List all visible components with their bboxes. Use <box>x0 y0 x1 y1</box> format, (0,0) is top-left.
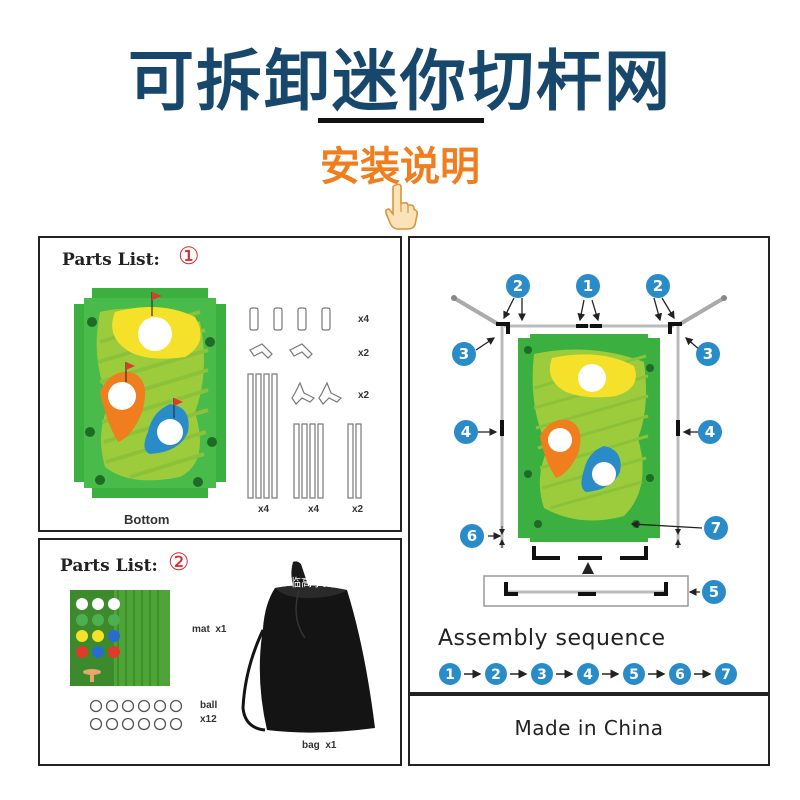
sequence-step-2: 2 <box>491 667 501 683</box>
made-in-text: Made in China <box>514 716 664 740</box>
parts-list-2-number: ② <box>168 548 190 576</box>
parts-list-1-number: ① <box>178 242 200 270</box>
assembly-panel: 1 2 2 3 3 4 4 5 6 7 1 2 3 <box>408 236 770 694</box>
board-caption: Bottom <box>124 512 170 527</box>
mat-label: mat x1 <box>192 624 227 635</box>
sequence-step-6: 6 <box>675 667 685 683</box>
page-title: 可拆卸迷你切杆网 <box>128 43 672 120</box>
parts-pipes-illustration <box>247 307 362 499</box>
sequence-step-3: 3 <box>537 667 547 683</box>
callout-2-right: 2 <box>653 277 663 295</box>
pointing-hand-icon <box>385 183 419 230</box>
sequence-step-4: 4 <box>583 667 593 683</box>
callout-7: 7 <box>711 519 721 537</box>
carry-bag-illustration <box>241 561 375 733</box>
parts-list-2-title: Parts List: <box>60 556 158 576</box>
bag-label: bag x1 <box>302 740 337 751</box>
ball-outlines-illustration <box>89 699 183 731</box>
callout-1: 1 <box>583 277 593 295</box>
sequence-step-7: 7 <box>721 667 731 683</box>
callout-2-left: 2 <box>513 277 523 295</box>
hitting-mat-illustration <box>70 590 170 686</box>
title-underline <box>318 118 484 123</box>
ball-qty: x12 <box>200 714 217 725</box>
parts-list-1-panel: Parts List: ① Bottom <box>38 236 402 532</box>
parts-list-2-panel: Parts List: ② mat x1 ball x12 临高尔夫 bag x… <box>38 538 402 766</box>
qty-long-c: x2 <box>352 504 364 515</box>
qty-long-a: x4 <box>258 504 270 515</box>
callout-4-left: 4 <box>461 423 471 441</box>
sequence-step-1: 1 <box>445 667 455 683</box>
parts-list-1-title: Parts List: <box>62 250 160 270</box>
page-subtitle: 安装说明 <box>320 144 480 190</box>
qty-short-tubes: x4 <box>358 314 370 325</box>
ball-label: ball <box>200 700 218 711</box>
qty-three-way: x2 <box>358 390 370 401</box>
golf-board-illustration <box>70 282 230 504</box>
callout-3-left: 3 <box>459 345 469 363</box>
callout-4-right: 4 <box>705 423 715 441</box>
callout-6: 6 <box>467 527 477 545</box>
sequence-step-5: 5 <box>629 667 639 683</box>
assembly-sequence-title: Assembly sequence <box>438 626 666 651</box>
callout-3-right: 3 <box>703 345 713 363</box>
assembly-diagram: 1 2 2 3 3 4 4 5 6 7 1 2 3 <box>439 274 737 685</box>
callout-5: 5 <box>709 583 719 601</box>
made-in-panel: Made in China <box>408 694 770 766</box>
qty-long-b: x4 <box>308 504 320 515</box>
qty-elbows: x2 <box>358 348 370 359</box>
bag-watermark: 临高尔夫 <box>290 577 334 589</box>
